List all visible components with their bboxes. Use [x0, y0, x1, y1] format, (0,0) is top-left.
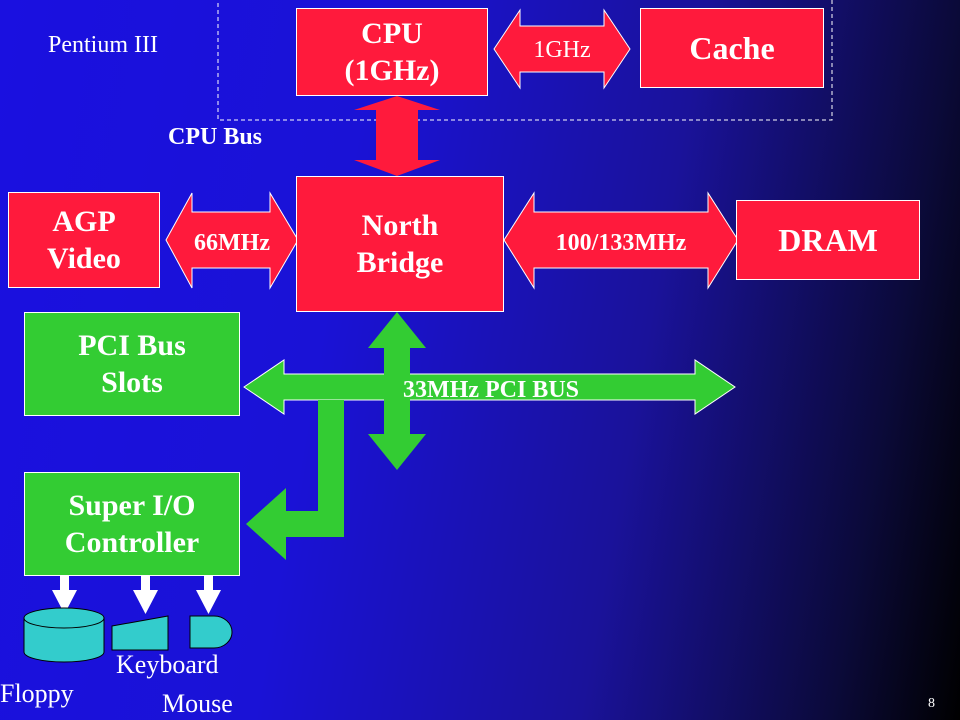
pentium-label: Pentium III [48, 32, 158, 58]
pci-superio-arrow [246, 400, 344, 560]
keyboard-icon [111, 615, 169, 651]
cpu-bus-label: CPU Bus [168, 124, 263, 150]
pentium-enclosure [217, 0, 833, 121]
agp-speed-label: 66MHz [194, 230, 270, 256]
dram-label: DRAM [778, 222, 878, 258]
agp-label-line2: Video [47, 242, 121, 275]
dram-box: DRAM [736, 200, 920, 280]
pci-bus-arrow [243, 359, 736, 415]
pci-bus-label: 33MHz PCI BUS [403, 377, 579, 403]
cpu-label-line2: (1GHz) [344, 54, 440, 87]
keyboard-label: Keyboard [116, 650, 219, 679]
cpu-box: CPU (1GHz) [296, 8, 488, 96]
device-arrows [52, 576, 221, 614]
page-number: 8 [928, 696, 935, 711]
north-bridge-label-line2: Bridge [356, 246, 444, 279]
north-bridge-label-line1: North [361, 208, 439, 242]
cpu-cache-arrow [493, 8, 631, 90]
floppy-label: Floppy [0, 679, 74, 708]
cache-label: Cache [689, 30, 775, 66]
pci-slots-label-line2: Slots [101, 366, 163, 399]
pci-slots-box: PCI Bus Slots [24, 312, 240, 416]
northbridge-pci-arrow [368, 312, 426, 470]
agp-video-box: AGP Video [8, 192, 160, 288]
cache-box: Cache [640, 8, 824, 88]
floppy-icon [23, 607, 105, 663]
cpu-bus-arrow [354, 96, 440, 176]
mouse-label: Mouse [162, 689, 233, 718]
pci-slots-label-line1: PCI Bus [78, 328, 186, 362]
super-io-box: Super I/O Controller [24, 472, 240, 576]
cpu-cache-speed-label: 1GHz [533, 37, 590, 63]
mouse-icon [189, 615, 233, 649]
dram-speed-label: 100/133MHz [556, 230, 687, 256]
super-io-label-line1: Super I/O [68, 488, 196, 522]
north-bridge-box: North Bridge [296, 176, 504, 312]
super-io-label-line2: Controller [64, 526, 200, 559]
cpu-label-line1: CPU [361, 16, 423, 50]
agp-label-line1: AGP [52, 204, 116, 238]
